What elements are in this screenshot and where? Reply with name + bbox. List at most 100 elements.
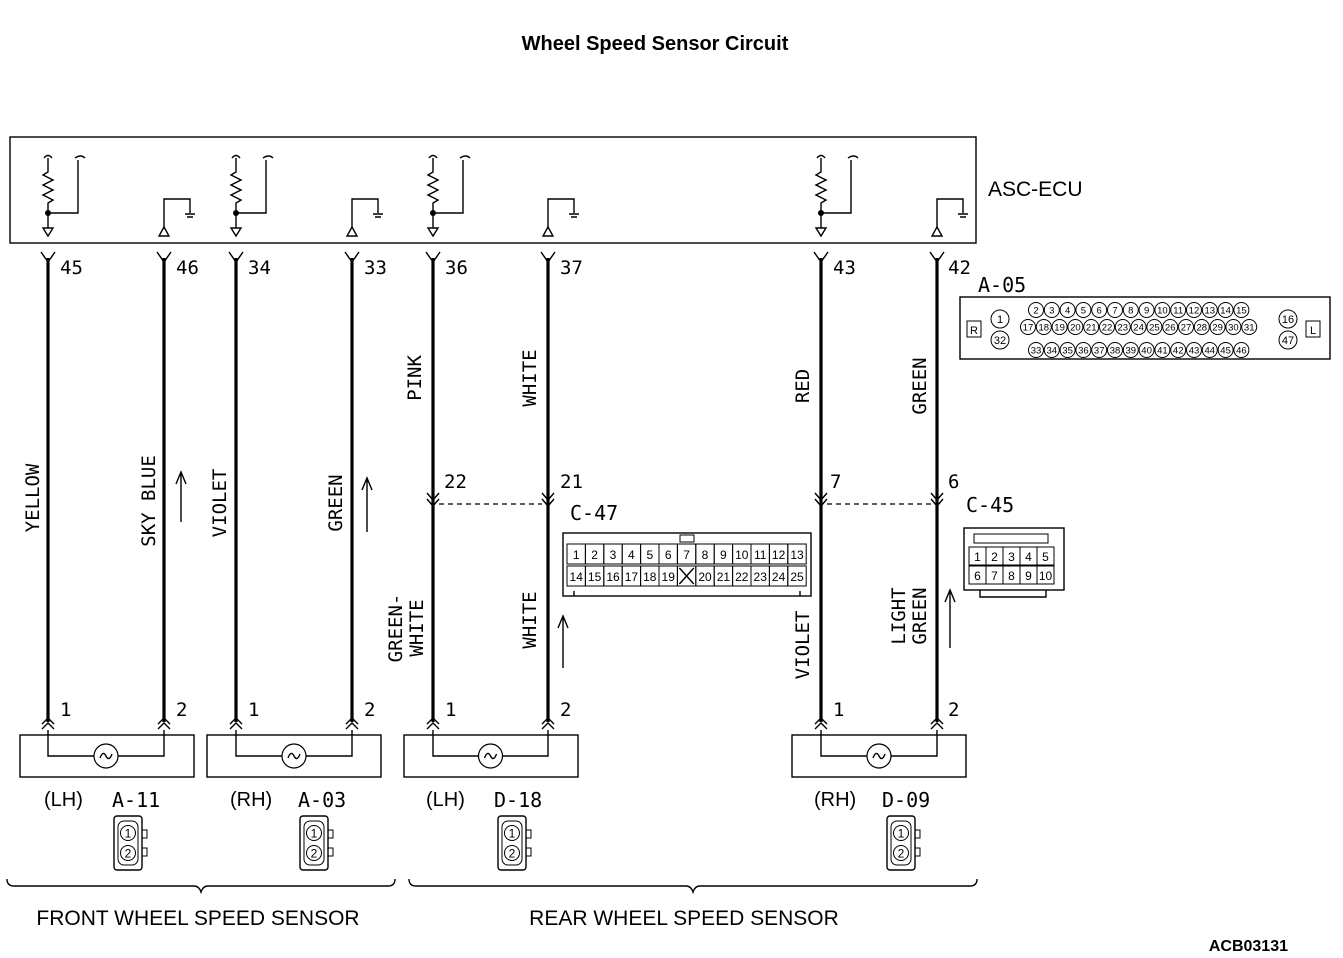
a05-pin: 31 [1244, 322, 1255, 333]
a05-pin-ring [1201, 302, 1218, 318]
a05-key-r-text: R [970, 325, 978, 337]
sensor-coil-icon [281, 743, 307, 769]
a05-pin: 8 [1128, 305, 1133, 316]
feedback-line [48, 160, 79, 214]
ecu-terminal-34: 34 [248, 257, 271, 279]
a05-pin-ring [1217, 302, 1234, 318]
a05-pin-ring [1035, 319, 1052, 335]
c47-pin: 7 [683, 548, 690, 562]
rear-group-brace [408, 878, 978, 895]
wire-color-white-upper: WHITE [519, 349, 541, 406]
sensor-d18-side: (LH) [426, 789, 465, 811]
sine-wave-icon [99, 752, 113, 760]
c47-blank-cross [678, 567, 695, 585]
a05-pin-ring [1233, 302, 1250, 318]
wire-color-green-white-1: GREEN- [385, 594, 407, 663]
c47-pin: 25 [790, 570, 804, 584]
a05-pin: 21 [1086, 322, 1097, 333]
a05-pin: 32 [994, 335, 1006, 347]
c47-pin: 24 [772, 570, 786, 584]
c47-latch [679, 534, 695, 543]
sensor-a03-pin-1: 1 [248, 699, 259, 721]
arrow-up-icon [944, 588, 956, 648]
c47-pin: 4 [628, 548, 635, 562]
c47-pin: 10 [735, 548, 749, 562]
sensor-connector-pin-ring [504, 825, 520, 841]
asc-ecu: ASC-ECU [9, 136, 1083, 244]
wire-color-labels: YELLOW SKY BLUE VIOLET GREEN PINK WHITE … [22, 349, 931, 679]
ecu-box [9, 136, 977, 244]
a05-pin-ring [1193, 319, 1210, 335]
wire-color-yellow: YELLOW [22, 463, 44, 532]
ground-icon [958, 213, 968, 218]
ecu-terminal-42: 42 [948, 257, 971, 279]
terminal-chevron [930, 717, 944, 730]
ground-line [163, 198, 191, 227]
sensor-a11-pin-1: 1 [60, 699, 71, 721]
c47-pin: 23 [754, 570, 768, 584]
c47-pin: 11 [754, 548, 767, 562]
sensor-coil-icon [477, 743, 504, 769]
c45-pin: 1 [974, 550, 981, 564]
sensor-d09-connector: D-09 [882, 788, 930, 812]
supply-tilde [816, 154, 826, 159]
ecu-terminal-chevron [929, 251, 945, 264]
feedback-line [236, 160, 267, 214]
ecu-terminal-46: 46 [176, 257, 199, 279]
a05-pin-ring [1217, 342, 1234, 358]
a05-pin-ring [1170, 302, 1187, 318]
connector-shell [886, 815, 916, 871]
wire-color-green: GREEN [325, 474, 347, 531]
terminal-chevron [345, 717, 359, 730]
a05-pin-ring [1241, 319, 1258, 335]
a05-pin: 38 [1110, 345, 1121, 356]
a05-pin: 20 [1070, 322, 1081, 333]
a05-pin-ring [1233, 342, 1250, 358]
sensor-connector-pin: 1 [311, 826, 318, 840]
ecu-terminal-45: 45 [60, 257, 83, 279]
a05-pin: 28 [1197, 322, 1208, 333]
input-triangle [426, 227, 440, 238]
a05-pin-ring [1107, 342, 1123, 358]
c45-pin: 6 [974, 569, 981, 583]
a05-pin: 5 [1081, 305, 1086, 316]
a05-pin-ring [1051, 319, 1068, 335]
connector-chevron [930, 492, 944, 508]
a05-pin: 6 [1097, 305, 1102, 316]
a05-pin-ring [1201, 342, 1218, 358]
a05-pin: 40 [1141, 345, 1152, 356]
a05-pin: 43 [1189, 345, 1200, 356]
ecu-terminal-chevron [540, 251, 556, 264]
a05-pin: 3 [1049, 305, 1054, 316]
sensor-connector-pin-ring [306, 825, 322, 841]
a05-pin: 12 [1189, 305, 1200, 316]
connector-latch [525, 829, 532, 839]
input-triangle [345, 225, 359, 237]
a05-pin: 36 [1078, 345, 1089, 356]
c45-pin-7: 7 [830, 471, 841, 493]
sensor-connector-pin-ring [120, 825, 136, 841]
resistor [229, 158, 243, 228]
connector-chevron [426, 492, 440, 508]
sensor-a03-connector: A-03 [298, 788, 346, 812]
ground-icon [569, 213, 579, 218]
connector-cavity [501, 820, 523, 866]
connector-latch [327, 847, 334, 857]
sensor-d09-pin-2: 2 [948, 699, 959, 721]
a05-pin-ring [990, 330, 1010, 350]
input-triangle [814, 227, 828, 238]
a05-pin: 39 [1126, 345, 1137, 356]
a05-pin: 29 [1212, 322, 1223, 333]
c47-feet [573, 591, 801, 596]
sensor-connector-pin: 2 [509, 846, 516, 860]
a05-pin-ring [1225, 319, 1242, 335]
a05-pin-ring [1154, 302, 1171, 318]
c45-body [963, 527, 1065, 591]
input-triangle [41, 227, 55, 238]
a05-pin-ring [1114, 319, 1131, 335]
